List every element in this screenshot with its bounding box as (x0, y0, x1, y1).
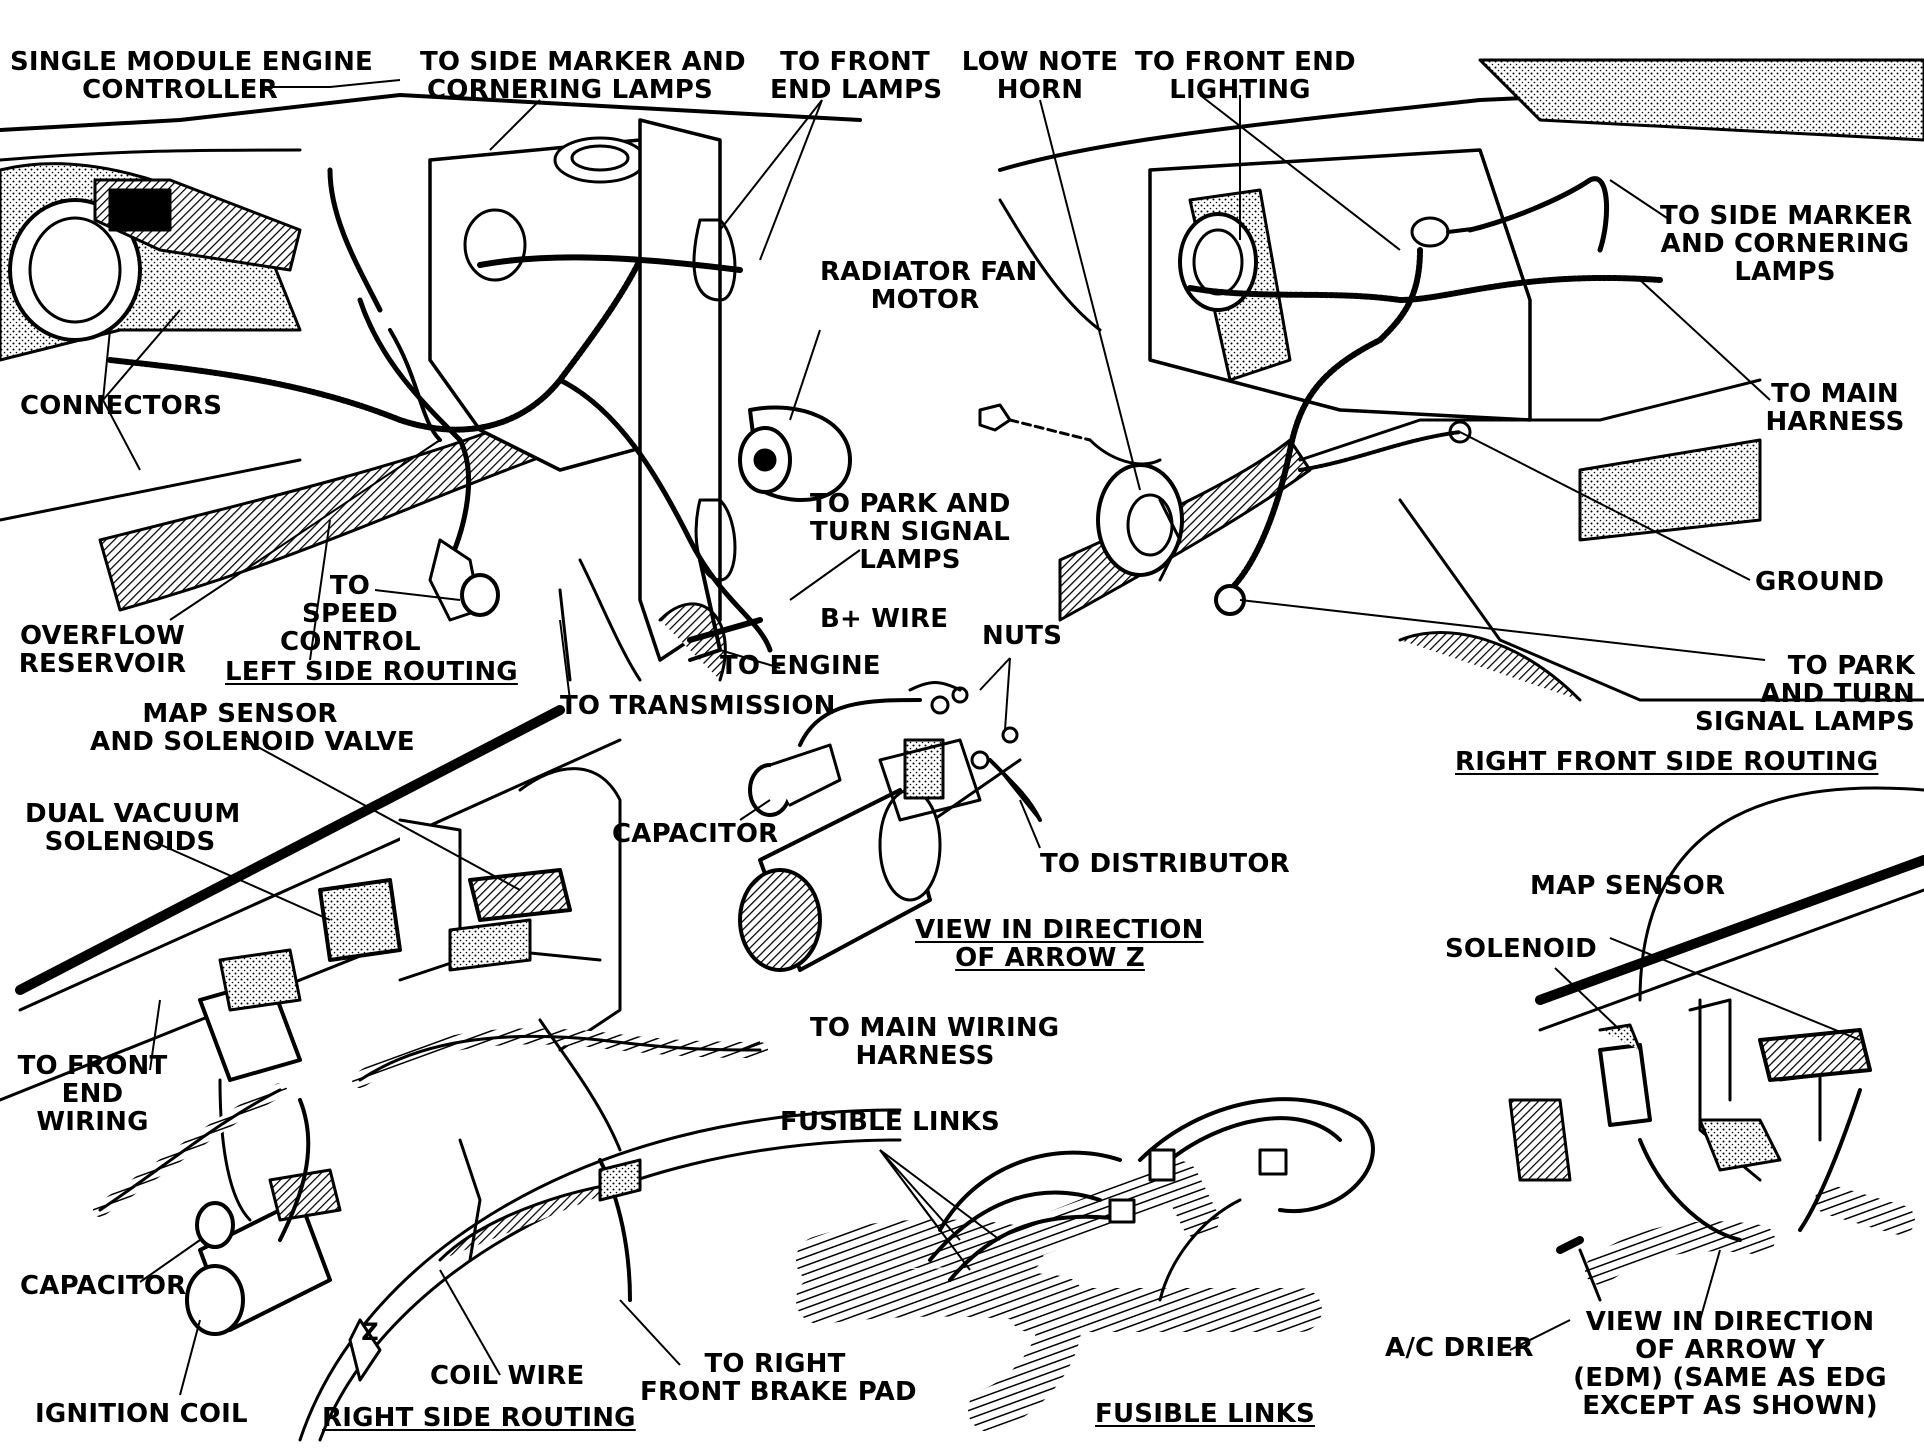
right-side-routing-drawing (0, 705, 902, 1442)
label-nuts: NUTS (982, 621, 1063, 651)
title-view-in-direction-of-arrow-z: VIEW IN DIRECTION OF ARROW Z (915, 915, 1204, 973)
label-ignition-coil: IGNITION COIL (35, 1399, 248, 1429)
label-to-park-and-turn-signal-lamps-left: TO PARK AND TURN SIGNAL LAMPS (810, 489, 1011, 575)
label-to-transmission: TO TRANSMISSION (560, 691, 836, 721)
label-single-module-engine-controller: SINGLE MODULE ENGINE CONTROLLER (10, 47, 373, 105)
label-ac-drier: A/C DRIER (1385, 1333, 1534, 1363)
title-left-side-routing: LEFT SIDE ROUTING (225, 657, 518, 687)
label-capacitor-arrow-z: CAPACITOR (612, 819, 779, 849)
label-to-speed-control: TO SPEED CONTROL (280, 571, 421, 657)
label-arrow-z-marker: Z (361, 1318, 379, 1346)
arrow-y-view-drawing (1508, 786, 1924, 1302)
label-map-sensor-and-solenoid-valve: MAP SENSOR AND SOLENOID VALVE (90, 699, 415, 757)
label-to-side-marker-and-cornering-lamps-right: TO SIDE MARKER AND CORNERING LAMPS (1660, 201, 1913, 287)
label-to-main-wiring-harness: TO MAIN WIRING HARNESS (810, 1013, 1060, 1071)
label-to-main-harness: TO MAIN HARNESS (1765, 379, 1905, 437)
label-map-sensor: MAP SENSOR (1530, 871, 1726, 901)
label-solenoid: SOLENOID (1445, 934, 1597, 964)
label-fusible-links: FUSIBLE LINKS (780, 1107, 1000, 1137)
label-capacitor-right-side: CAPACITOR (20, 1271, 187, 1301)
label-ground: GROUND (1755, 567, 1885, 597)
label-to-engine: TO ENGINE (720, 651, 881, 681)
title-fusible-links: FUSIBLE LINKS (1095, 1399, 1315, 1429)
title-view-in-direction-of-arrow-y: VIEW IN DIRECTION OF ARROW Y (EDM) (SAME… (1573, 1307, 1887, 1421)
leader-lines (102, 79, 1861, 1396)
title-right-front-side-routing: RIGHT FRONT SIDE ROUTING (1455, 747, 1879, 777)
label-to-park-and-turn-signal-lamps-right: TO PARK AND TURN SIGNAL LAMPS (1695, 651, 1915, 737)
fusible-links-drawing (796, 1097, 1375, 1432)
label-to-front-end-lamps: TO FRONT END LAMPS (770, 47, 943, 105)
label-b-plus-wire: B+ WIRE (820, 604, 949, 634)
left-side-routing-drawing (0, 93, 862, 682)
label-low-note-horn: LOW NOTE HORN (961, 47, 1119, 105)
label-connectors: CONNECTORS (20, 391, 223, 421)
label-to-right-front-brake-pad: TO RIGHT FRONT BRAKE PAD (640, 1349, 917, 1407)
label-overflow-reservoir: OVERFLOW RESERVOIR (18, 621, 187, 679)
label-dual-vacuum-solenoids: DUAL VACUUM SOLENOIDS (25, 799, 241, 857)
arrow-z-view-drawing (738, 681, 1042, 972)
right-front-side-routing-drawing (978, 58, 1924, 702)
label-coil-wire: COIL WIRE (430, 1361, 585, 1391)
label-to-side-marker-and-cornering-lamps-left: TO SIDE MARKER AND CORNERING LAMPS (420, 47, 746, 105)
title-right-side-routing: RIGHT SIDE ROUTING (322, 1403, 636, 1433)
label-to-distributor: TO DISTRIBUTOR (1040, 849, 1290, 879)
label-to-front-end-wiring: TO FRONT END WIRING (17, 1051, 168, 1137)
label-to-front-end-lighting: TO FRONT END LIGHTING (1135, 47, 1356, 105)
label-radiator-fan-motor: RADIATOR FAN MOTOR (820, 257, 1038, 315)
